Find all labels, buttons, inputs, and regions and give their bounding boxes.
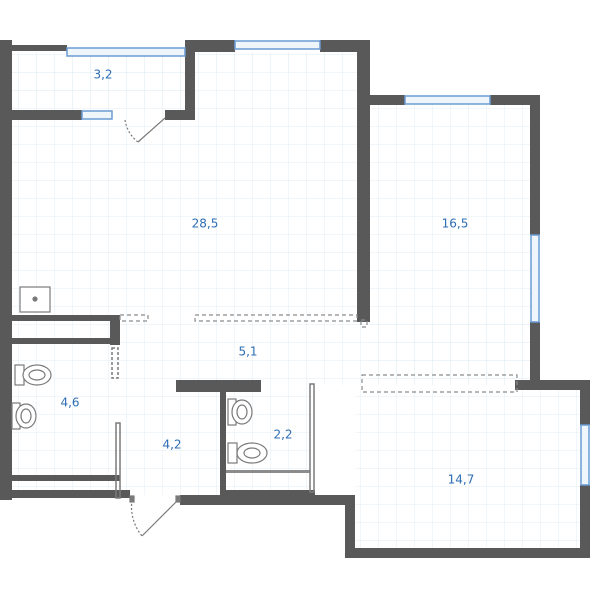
room-area-corridor: 5,1 <box>238 345 257 359</box>
toilet-icon <box>227 442 268 464</box>
window-icon <box>530 234 540 323</box>
windows <box>66 40 590 486</box>
window-icon <box>580 424 590 486</box>
window-icon <box>404 95 491 105</box>
window-icon <box>234 40 321 50</box>
floor-grid <box>12 52 580 550</box>
room-area-bedroom-2: 14,7 <box>448 473 475 487</box>
sink-icon <box>227 398 253 426</box>
walls <box>0 40 590 558</box>
door-swing-icon <box>124 117 166 143</box>
partitions <box>111 347 315 499</box>
fixtures <box>11 286 268 464</box>
room-area-toilet: 2,2 <box>273 428 292 442</box>
room-area-bedroom-1: 16,5 <box>442 217 469 231</box>
sink-icon <box>11 402 37 430</box>
window-icon <box>81 110 113 120</box>
toilet-icon <box>14 364 52 386</box>
room-area-living-kitchen: 28,5 <box>192 217 219 231</box>
shower-tray-icon <box>19 286 51 313</box>
area-labels: 3,2 28,5 16,5 5,1 4,6 4,2 2,2 14,7 <box>60 68 474 487</box>
room-area-hallway: 4,2 <box>162 438 181 452</box>
room-area-bathroom: 4,6 <box>60 396 79 410</box>
room-area-balcony: 3,2 <box>93 68 112 82</box>
window-icon <box>66 47 186 57</box>
door-swing-icon <box>129 495 181 537</box>
openings <box>119 314 518 393</box>
doors <box>124 117 181 537</box>
